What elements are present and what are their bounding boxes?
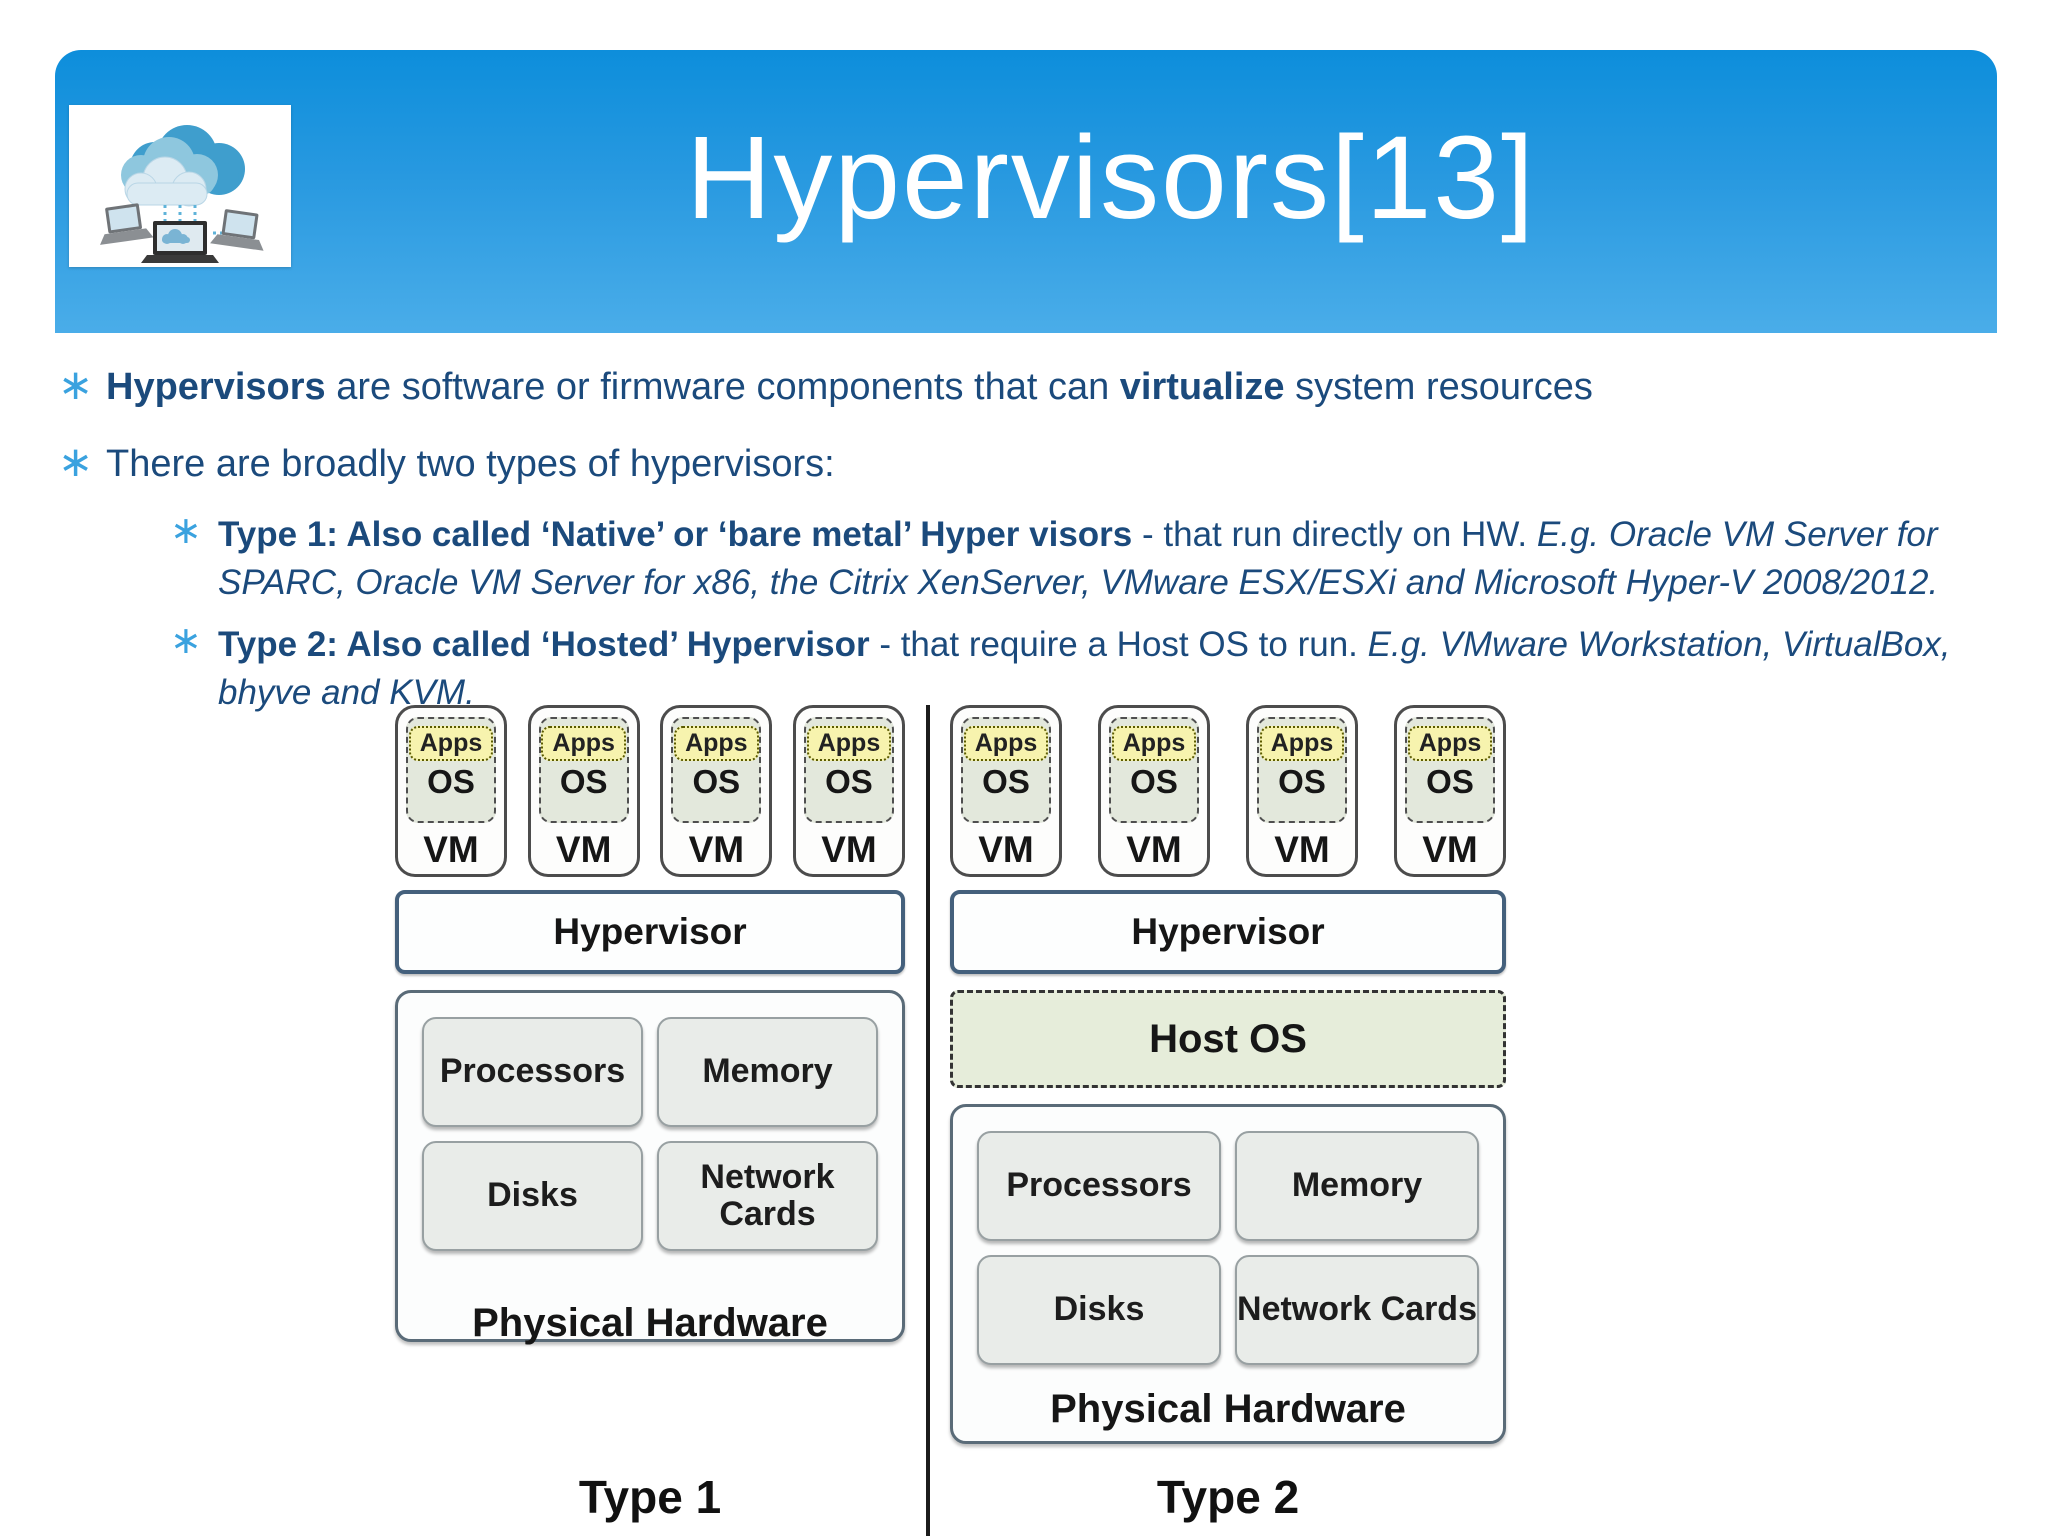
component-memory: Memory xyxy=(1235,1131,1479,1241)
vm-os-container: Apps OS xyxy=(961,717,1051,823)
bullet-marker-icon: ∗ xyxy=(58,438,94,486)
vm-card: Apps OS VM xyxy=(1098,705,1210,877)
component-processors: Processors xyxy=(422,1017,643,1127)
component-disks: Disks xyxy=(422,1141,643,1251)
plain-text: - that require a Host OS to run. xyxy=(869,625,1368,665)
bullet-marker-icon: ∗ xyxy=(170,620,202,663)
component-processors: Processors xyxy=(977,1131,1221,1241)
type2-host-os-box: Host OS xyxy=(950,990,1506,1088)
vm-os-container: Apps OS xyxy=(1257,717,1347,823)
bullet-item-1: ∗ Hypervisors are software or firmware c… xyxy=(58,361,2008,412)
bullet-text: There are broadly two types of hyperviso… xyxy=(106,443,835,486)
header-band: Hypervisors[13] xyxy=(55,50,1997,333)
type1-hypervisor-box: Hypervisor xyxy=(395,890,905,974)
bullet-marker-icon: ∗ xyxy=(58,361,94,408)
os-label: OS xyxy=(1426,763,1474,800)
page-title: Hypervisors[13] xyxy=(686,112,1536,244)
component-network-cards: Network Cards xyxy=(1235,1255,1479,1365)
component-disks: Disks xyxy=(977,1255,1221,1365)
type1-vm-row: Apps OS VM Apps OS VM Apps OS xyxy=(395,705,905,877)
vm-card: Apps OS VM xyxy=(950,705,1062,877)
component-network-cards: Network Cards xyxy=(657,1141,878,1251)
vm-label: VM xyxy=(1422,829,1478,870)
bold-term: Hypervisors xyxy=(106,366,326,408)
type1-column: Apps OS VM Apps OS VM Apps OS xyxy=(395,705,905,1536)
type2-column: Apps OS VM Apps OS VM Apps OS xyxy=(950,705,1506,1536)
bullet-text: Hypervisors are software or firmware com… xyxy=(106,362,1593,412)
type2-vm-row: Apps OS VM Apps OS VM Apps OS xyxy=(950,705,1506,877)
vm-card: Apps OS VM xyxy=(792,705,905,877)
os-label: OS xyxy=(427,763,475,800)
vm-label: VM xyxy=(423,829,479,870)
plain-text: are software or firmware components that… xyxy=(325,366,1120,408)
sub-bullet-type2: ∗ Type 2: Also called ‘Hosted’ Hyperviso… xyxy=(170,620,2008,717)
apps-box: Apps xyxy=(1111,726,1197,761)
type1-label: Type 1 xyxy=(578,1471,722,1523)
bullet-list: ∗ Hypervisors are software or firmware c… xyxy=(58,361,2008,731)
vm-label: VM xyxy=(688,829,745,870)
vm-label: VM xyxy=(1126,829,1182,870)
apps-box: Apps xyxy=(1407,726,1493,761)
hardware-components: Processors Memory Disks Network Cards xyxy=(422,1017,878,1251)
os-label: OS xyxy=(825,763,873,800)
plain-text: system resources xyxy=(1284,366,1593,408)
os-label: OS xyxy=(692,763,741,800)
vm-card: Apps OS VM xyxy=(1394,705,1506,877)
os-label: OS xyxy=(1278,763,1326,800)
type2-hypervisor-box: Hypervisor xyxy=(950,890,1506,974)
vm-label: VM xyxy=(821,829,877,870)
apps-box: Apps xyxy=(408,726,494,761)
bullet-marker-icon: ∗ xyxy=(170,510,202,553)
bullet-item-2: ∗ There are broadly two types of hypervi… xyxy=(58,438,2008,489)
hardware-components: Processors Memory Disks Network Cards xyxy=(977,1131,1479,1365)
apps-box: Apps xyxy=(541,726,626,761)
bold-lead: Type 2: Also called ‘Hosted’ Hypervisor xyxy=(218,625,870,665)
apps-box: Apps xyxy=(1259,726,1345,761)
component-memory: Memory xyxy=(657,1017,878,1127)
vm-os-container: Apps OS xyxy=(671,717,762,823)
vm-card: Apps OS VM xyxy=(1246,705,1358,877)
vm-label: VM xyxy=(1274,829,1330,870)
vm-os-container: Apps OS xyxy=(406,717,496,823)
vm-card: Apps OS VM xyxy=(527,705,640,877)
physical-hardware-label: Physical Hardware xyxy=(1050,1387,1406,1431)
type2-hardware-box: Processors Memory Disks Network Cards Ph… xyxy=(950,1104,1506,1444)
vm-os-container: Apps OS xyxy=(803,717,894,823)
vm-card: Apps OS VM xyxy=(660,705,773,877)
examples-italic: E.g. Oracle VM Server for SPARC, Oracle … xyxy=(218,515,1939,603)
bullet-text: Type 2: Also called ‘Hosted’ Hypervisor … xyxy=(218,621,1958,717)
vm-label: VM xyxy=(555,829,612,870)
os-label: OS xyxy=(559,763,608,800)
apps-box: Apps xyxy=(963,726,1049,761)
os-label: OS xyxy=(1130,763,1178,800)
vm-os-container: Apps OS xyxy=(1405,717,1495,823)
bullet-text: Type 1: Also called ‘Native’ or ‘bare me… xyxy=(218,511,1958,607)
physical-hardware-label: Physical Hardware xyxy=(472,1301,828,1345)
hypervisor-diagram: Apps OS VM Apps OS VM Apps OS xyxy=(385,705,1530,1536)
apps-box: Apps xyxy=(674,726,759,761)
type2-label: Type 2 xyxy=(1156,1471,1300,1523)
cloud-computing-logo xyxy=(69,105,291,267)
sub-bullet-type1: ∗ Type 1: Also called ‘Native’ or ‘bare … xyxy=(170,511,2008,607)
vm-os-container: Apps OS xyxy=(1109,717,1199,823)
bold-term: virtualize xyxy=(1119,366,1285,408)
column-divider xyxy=(926,705,930,1536)
apps-box: Apps xyxy=(806,726,892,761)
vm-label: VM xyxy=(978,829,1034,870)
vm-card: Apps OS VM xyxy=(395,705,507,877)
os-label: OS xyxy=(982,763,1030,800)
plain-text: - that run directly on HW. xyxy=(1132,515,1537,555)
type1-hardware-box: Processors Memory Disks Network Cards Ph… xyxy=(395,990,905,1345)
bold-lead: Type 1: Also called ‘Native’ or ‘bare me… xyxy=(218,515,1133,555)
vm-os-container: Apps OS xyxy=(538,717,629,823)
cloud-computing-icon xyxy=(100,125,264,263)
